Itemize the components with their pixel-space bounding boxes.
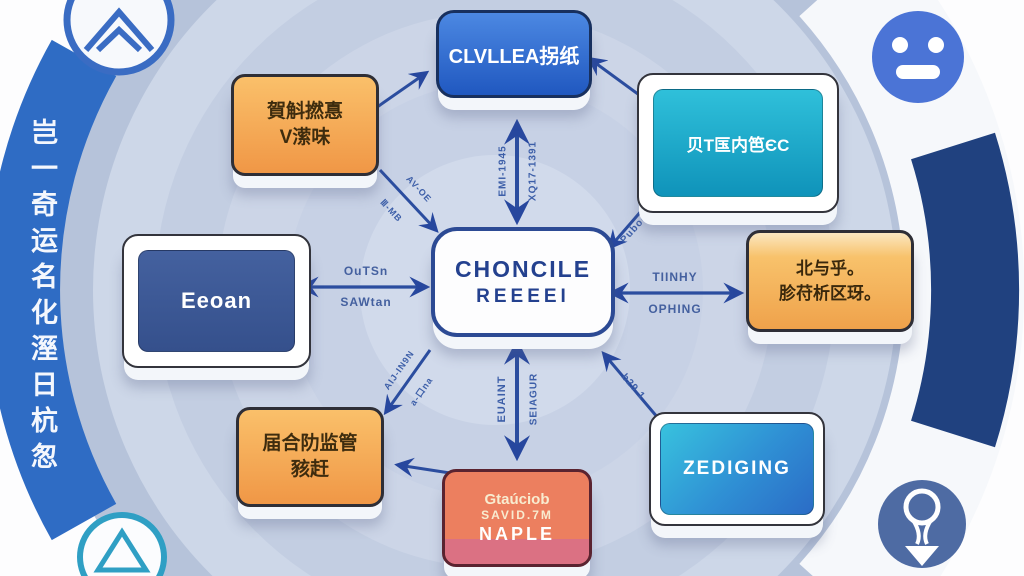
node-left-panel: Eeoan (138, 250, 295, 352)
node-bottom-right-label: ZEDIGING (683, 458, 791, 479)
node-bottom: Gtaúciob SAVID.7M NAPLE (442, 469, 592, 567)
node-top-right: 贝T匤内笆ЄC (637, 73, 839, 213)
node-center-line1: CHONCILE (454, 256, 592, 282)
node-bottom-left-line1: 届合阞监管 (262, 433, 358, 455)
balloon-pin-icon (878, 480, 966, 568)
arrow-label-bottom-left-lower: a-口na (407, 375, 435, 408)
arrow-label-left-lower: SAWtan (340, 295, 392, 309)
node-right: 北与乎。 胗苻析区玡。 (746, 230, 914, 332)
node-top-label: CLVLLEA拐纸 (448, 45, 580, 68)
navy-crescent (910, 132, 1020, 448)
robot-face-icon (872, 11, 964, 103)
arrow-label-bottom-vertical-right: SEIAGUR (528, 372, 540, 426)
sidebar-vertical-text: 岂一奇运名化溼日杭怱 (26, 118, 57, 478)
node-right-line1: 北与乎。 (796, 258, 864, 278)
node-top-left-line2: V潆味 (279, 127, 331, 148)
arrow-label-bottom-vertical-left: EUAINT (496, 375, 508, 423)
arrow-label-right-lower: OPHING (648, 302, 702, 316)
node-center-line2: REEEEI (476, 286, 570, 307)
node-right-line2: 胗苻析区玡。 (779, 284, 881, 303)
node-left-label: Eeoan (180, 288, 253, 313)
arrow-label-right-upper: TIINHY (652, 270, 698, 284)
arrow-label-top-left-lower: Ⅲ-MB (378, 197, 405, 225)
arrow-label-left-upper: OuTSn (343, 264, 389, 278)
monogram-envelope-icon (63, 0, 175, 76)
node-top: CLVLLEA拐纸 (436, 10, 592, 98)
node-bottom-line1: Gtaúciob (484, 491, 550, 508)
triangle-icon (77, 512, 167, 576)
arrow-label-bottom-right-diag: b29 1 (618, 371, 648, 403)
node-bottom-right-panel: ZEDIGING (660, 423, 814, 515)
arrow-label-top-vertical-left: EMI-1945 (497, 145, 509, 197)
arrow-label-top-left-upper: AV-OE (404, 173, 434, 205)
node-top-left: 賀斛撚惪 V潆味 (231, 74, 379, 176)
node-top-right-panel: 贝T匤内笆ЄC (653, 89, 823, 197)
node-top-right-label: 贝T匤内笆ЄC (686, 135, 790, 155)
arrow-label-bottom-left-upper: AIJ-IN9N (381, 348, 417, 392)
node-bottom-left-line2: 豥赶 (290, 459, 329, 480)
node-top-left-line1: 賀斛撚惪 (266, 101, 343, 123)
node-bottom-left: 届合阞监管 豥赶 (236, 407, 384, 507)
node-center: CHONCILE REEEEI (431, 227, 615, 337)
node-left: Eeoan (122, 234, 311, 368)
node-bottom-right: ZEDIGING (649, 412, 825, 526)
node-bottom-line3: NAPLE (478, 524, 555, 544)
node-bottom-line2: SAVID.7M (481, 508, 553, 522)
arrow-label-top-vertical-right: XQ17-1391 (527, 140, 539, 202)
